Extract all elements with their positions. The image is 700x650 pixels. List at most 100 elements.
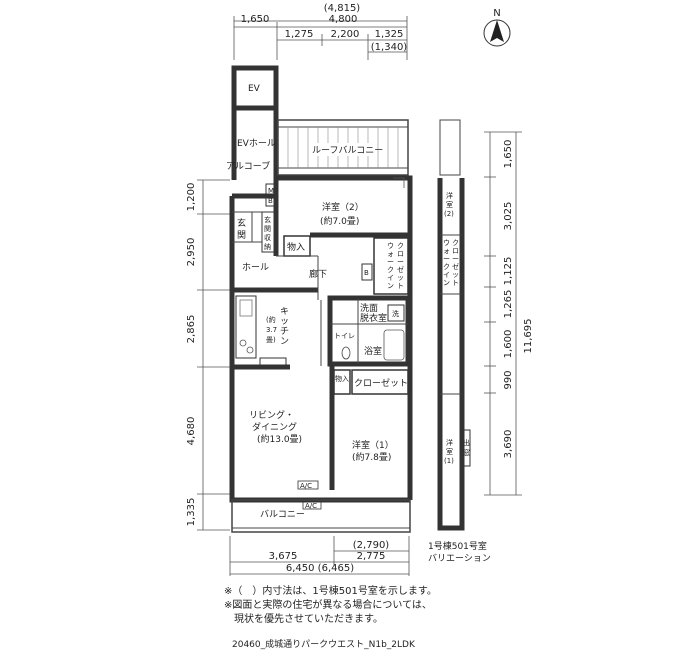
western1-name: 洋室（1） [352, 439, 394, 451]
western2-name: 洋室（2） [322, 201, 364, 213]
note-line-1: ※（ ）内寸法は、1号棟501号室を示します。 [224, 586, 437, 597]
wet-area: 洗面 脱衣室 洗 トイレ 浴室 [327, 295, 411, 367]
mb-box: M B [265, 183, 277, 207]
dim-top-right: 4,800 [329, 14, 358, 25]
mb-b: B [268, 197, 273, 205]
var-window-1: 出 [463, 438, 470, 447]
ev-area: EV EVホール アルコーブ [226, 65, 279, 180]
roof-balcony-label: ルーフバルコニー [312, 145, 383, 156]
right-dimensions: 1,650 3,025 1,125 1,265 1,600 990 3,690 … [484, 131, 534, 496]
ac1-label: A/C [300, 482, 312, 490]
laundry-label: 洗 [392, 309, 399, 318]
lower-storage: 物入 クローゼット [333, 369, 409, 395]
wic-4: ク [387, 266, 394, 274]
notes-block: ※（ ）内寸法は、1号棟501号室を示します。 ※図面と実際の住宅が異なる場合に… [224, 585, 437, 627]
kitchen-7: 畳) [266, 336, 276, 344]
var-w2-1: 洋 [446, 191, 453, 200]
wic-11: ッ [397, 274, 404, 282]
variation-caption-2: バリエーション [428, 553, 491, 564]
wic-7: ク [397, 242, 404, 250]
bathroom-label: 浴室 [364, 345, 382, 357]
dim-bottom-right: 2,775 [357, 551, 386, 562]
walkin-closet: ウ ォ ー ク イ ン ク ロ ー ゼ ッ ト B [361, 237, 409, 295]
toilet-label: トイレ [334, 332, 355, 340]
western-room-2: 洋室（2） (約7.0畳) [273, 177, 410, 256]
var-wic-3: ー [443, 255, 450, 263]
genkan-storage-1: 玄 [264, 215, 271, 224]
dim-bottom-upper: (2,790) [353, 540, 390, 551]
dim-right-total: 11,695 [523, 319, 534, 354]
dim-overall: (4,815) [324, 3, 361, 14]
genkan-storage-4: 納 [264, 242, 271, 251]
b-mark: B [364, 269, 369, 277]
var-wic-4: ク [443, 263, 450, 271]
living-size: (約13.0畳) [257, 433, 302, 445]
wic-2: ォ [387, 250, 394, 258]
dim-right-1: 1,650 [503, 140, 514, 169]
variation-caption-1: 1号棟501号室 [428, 540, 487, 552]
var-w1-2: 室 [446, 447, 453, 456]
dim-bottom-total: 6,450 (6,465) [286, 563, 354, 574]
wic-3: ー [387, 258, 394, 266]
var-window-2: 窓 [463, 448, 470, 457]
var-w1-3: (1) [444, 457, 454, 465]
dim-left-4: 4,680 [186, 417, 197, 446]
note-line-3: 現状を優先させていただきます。 [224, 614, 383, 625]
var-w2-3: (2) [444, 210, 454, 218]
storage-upper: 物入 [283, 235, 311, 257]
genkan-storage-2: 関 [264, 225, 271, 233]
kitchen-4: ン [280, 337, 289, 347]
dim-right-7: 3,690 [503, 430, 514, 459]
balcony-label: バルコニー [260, 509, 305, 520]
var-wic-12: ト [452, 279, 459, 287]
dim-row2-c: 1,325 [375, 29, 404, 40]
genkan-1: 玄 [237, 217, 246, 229]
dim-right-2: 3,025 [503, 202, 514, 231]
living-dining: リビング・ ダイニング (約13.0畳) [249, 409, 302, 445]
var-wic-5: イ [443, 271, 450, 279]
dim-left-2: 2,950 [186, 238, 197, 267]
dim-left-3: 2,865 [186, 315, 197, 344]
var-wic-10: ゼ [452, 262, 459, 271]
mb-m: M [268, 187, 274, 195]
washroom-1: 洗面 [360, 302, 378, 314]
toilet-icon [341, 346, 351, 360]
western1-size: (約7.8畳) [352, 451, 391, 463]
wic-9: ー [397, 258, 404, 266]
var-wic-8: ロ [452, 247, 459, 255]
living-name: リビング・ [249, 409, 294, 421]
washroom-2: 脱衣室 [360, 312, 387, 324]
dim-row2-b: 2,200 [331, 29, 360, 40]
var-w1-1: 洋 [446, 438, 453, 447]
var-wic-7: ク [452, 239, 459, 247]
genkan-2: 関 [237, 230, 246, 241]
dim-right-6: 990 [503, 370, 514, 389]
var-wic-1: ウ [443, 239, 450, 247]
var-wic-9: ー [452, 255, 459, 263]
living-name2: ダイニング [252, 421, 297, 433]
ac2-label: A/C [305, 502, 317, 510]
dim-right-3: 1,125 [503, 257, 514, 286]
kitchen-1: キ [280, 307, 289, 317]
walkin-vertical-text: ウ ォ ー ク イ ン ク ロ ー ゼ ッ ト [387, 242, 404, 290]
north-arrow-icon [490, 20, 504, 42]
var-wic-2: ォ [443, 247, 450, 255]
variation-strip: 洋 室 (2) ウ ォ ー ク イ ン ク ロ ー ゼ ッ ト 洋 室 (1) … [428, 119, 491, 564]
ev-hall-label: EVホール [237, 138, 276, 149]
hall-label: ホール [242, 262, 269, 273]
var-wic-6: ン [443, 279, 450, 287]
kitchen-3: チ [280, 326, 289, 337]
storage-label: 物入 [287, 241, 305, 253]
roof-balcony: ルーフバルコニー [277, 119, 409, 176]
ac-units: A/C A/C [297, 480, 322, 510]
ev-label: EV [248, 84, 261, 94]
dim-left-1: 1,200 [186, 183, 197, 212]
north-compass: N [483, 8, 511, 47]
kitchen-6: 3.7 [266, 326, 277, 334]
wic-5: イ [387, 274, 394, 282]
wic-12: ト [397, 282, 404, 290]
wic-8: ロ [397, 250, 404, 258]
dim-row2-a: 1,275 [285, 29, 314, 40]
western-room-1: 洋室（1） (約7.8畳) [352, 439, 394, 463]
